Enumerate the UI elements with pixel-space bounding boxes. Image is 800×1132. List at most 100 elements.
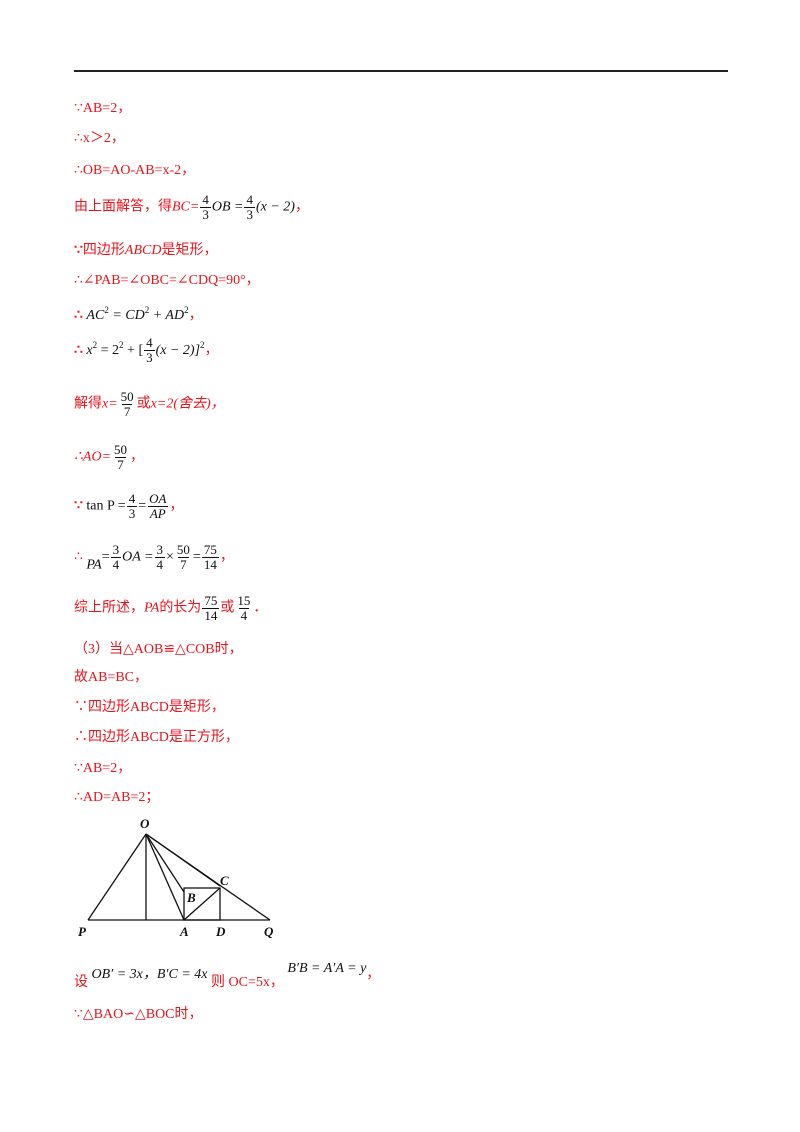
- line-17: ∴四边形ABCD是正方形，: [74, 730, 239, 745]
- line-12-oa: OA =: [122, 549, 154, 565]
- label-b: B: [186, 890, 196, 905]
- line-7-cd: = CD: [112, 308, 145, 323]
- line-19: ∴AD=AB=2；: [74, 790, 160, 805]
- line-20-tail: ，: [366, 967, 381, 982]
- line-16: ∵四边形ABCD是矩形，: [74, 700, 225, 715]
- line-13-mid: 的长为: [159, 600, 202, 616]
- line-13-tail: ．: [253, 600, 268, 616]
- line-9-prefix: 解得: [74, 396, 102, 412]
- line-4-tail: ，: [294, 199, 309, 215]
- equals: =: [192, 549, 201, 565]
- line-1: ∵AB=2，: [74, 101, 132, 116]
- line-9-end: x=2(舍去)，: [150, 396, 225, 412]
- because-symbol: ∵: [74, 243, 83, 258]
- line-11-tan: tan P =: [86, 498, 126, 514]
- line-2: ∴x＞2，: [74, 131, 125, 146]
- line-4-bc: BC=: [172, 199, 200, 215]
- label-p: P: [78, 924, 87, 939]
- line-18: ∵AB=2，: [74, 761, 132, 776]
- times: ×: [166, 549, 174, 565]
- line-14: （3）当△AOB≌△COB时，: [74, 642, 243, 657]
- line-4-ob: OB =: [211, 199, 244, 215]
- line-20-math1: OB′ = 3x，B′C = 4x: [91, 967, 208, 982]
- line-20: 设 OB′ = 3x，B′C = 4x 则 OC=5x， B′B = A′A =…: [74, 960, 380, 992]
- label-q: Q: [264, 924, 274, 939]
- line-4-expr: (x − 2): [255, 199, 295, 215]
- exponent: 2: [104, 305, 109, 315]
- line-9-x: x=: [102, 396, 118, 412]
- line-15: 故AB=BC，: [74, 670, 149, 685]
- line-8-x: x: [86, 343, 93, 358]
- line-13-prefix: 综上所述，: [74, 600, 144, 616]
- line-13-or: 或: [220, 600, 235, 616]
- label-c: C: [220, 873, 229, 888]
- line-5: ∵四边形ABCD是矩形，: [74, 242, 217, 260]
- line-ac: [183, 887, 221, 921]
- therefore-symbol: ∴: [74, 549, 83, 565]
- line-7-tail: ，: [188, 308, 203, 323]
- line-7-ad: + AD: [152, 308, 185, 323]
- line-oc: [145, 833, 221, 887]
- geometry-figure: O C B P A D Q: [78, 816, 274, 939]
- equals: =: [138, 498, 147, 514]
- exponent: 2: [92, 340, 98, 350]
- line-13-pa: PA: [144, 600, 160, 616]
- line-8-expr: (x − 2)]: [155, 343, 201, 358]
- line-8-bracket: + [: [127, 343, 144, 358]
- exponent: 2: [200, 340, 205, 350]
- line-ob: [145, 833, 185, 893]
- line-10-tail: ，: [130, 449, 145, 465]
- line-8-two: = 2: [100, 343, 120, 358]
- line-5-text: 四边形: [82, 243, 125, 258]
- line-20-math2: B′B = A′A = y: [287, 961, 367, 976]
- line-5-name: ABCD: [124, 243, 162, 258]
- line-4-prefix: 由上面解答，得: [74, 199, 172, 215]
- therefore-symbol: ∴: [74, 343, 83, 358]
- equals: =: [101, 549, 110, 565]
- line-20-mid: 则 OC=5x，: [211, 975, 284, 990]
- line-6: ∴∠PAB=∠OBC=∠CDQ=90°，: [74, 273, 260, 288]
- label-a: A: [179, 924, 189, 939]
- line-12-tail: ，: [219, 549, 234, 565]
- label-d: D: [215, 924, 226, 939]
- line-12-pa: PA: [86, 557, 102, 573]
- line-7: ∴ AC2 = CD2 + AD2，: [74, 301, 203, 325]
- line-21: ∵△BAO∽△BOC时，: [74, 1007, 203, 1022]
- line-3: ∴OB=AO-AB=x-2，: [74, 163, 196, 178]
- exponent: 2: [144, 305, 150, 315]
- line-9-or: 或: [136, 396, 151, 412]
- exponent: 2: [184, 305, 189, 315]
- exponent: 2: [119, 340, 124, 350]
- line-10-ao: ∴AO=: [74, 449, 112, 465]
- line-7-ac: AC: [86, 308, 105, 323]
- line-po: [87, 833, 147, 921]
- header-rule: [74, 70, 728, 72]
- square-abcd: [183, 887, 221, 921]
- therefore-symbol: ∴: [74, 308, 83, 323]
- line-8-tail: ，: [204, 343, 219, 358]
- label-o: O: [140, 816, 150, 831]
- line-11-tail: ，: [169, 498, 184, 514]
- because-symbol: ∵: [74, 498, 83, 514]
- line-20-prefix: 设: [74, 975, 88, 990]
